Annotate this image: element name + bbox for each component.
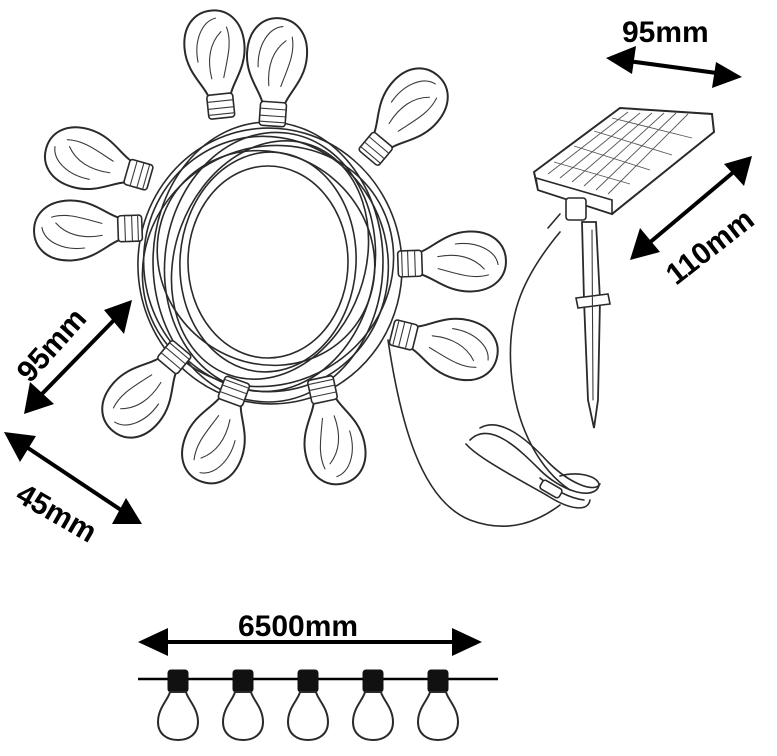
solar-height-label: 110mm bbox=[660, 203, 760, 292]
solar-width-label: 95mm bbox=[622, 16, 709, 49]
ground-stake-icon bbox=[575, 221, 611, 429]
coil-bulb bbox=[383, 301, 506, 389]
coil-bulb bbox=[344, 54, 462, 179]
row-bulb bbox=[157, 669, 199, 741]
bulb-length-label: 95mm bbox=[11, 302, 94, 389]
solar-width-dimension: 95mm bbox=[606, 16, 742, 88]
bulb-row bbox=[138, 669, 498, 741]
coiled-light-string-icon bbox=[32, 6, 508, 493]
row-bulb bbox=[287, 669, 329, 741]
coil-bulb bbox=[32, 197, 145, 263]
string-length-dimension: 6500mm bbox=[138, 610, 482, 656]
coil-bulb bbox=[241, 15, 311, 130]
bulb-diameter-dimension: 45mm bbox=[4, 432, 142, 549]
row-bulb bbox=[352, 669, 394, 741]
coil-bulb bbox=[171, 368, 268, 493]
coil-bulb bbox=[179, 6, 253, 123]
solar-panel-icon bbox=[532, 106, 716, 229]
row-bulb bbox=[222, 669, 264, 741]
coil-bulb bbox=[395, 229, 508, 295]
coil-bulb bbox=[36, 118, 160, 208]
connection-cable bbox=[387, 231, 601, 527]
string-length-label: 6500mm bbox=[238, 610, 358, 643]
coil-bulb bbox=[289, 370, 373, 491]
row-bulb bbox=[417, 669, 459, 741]
